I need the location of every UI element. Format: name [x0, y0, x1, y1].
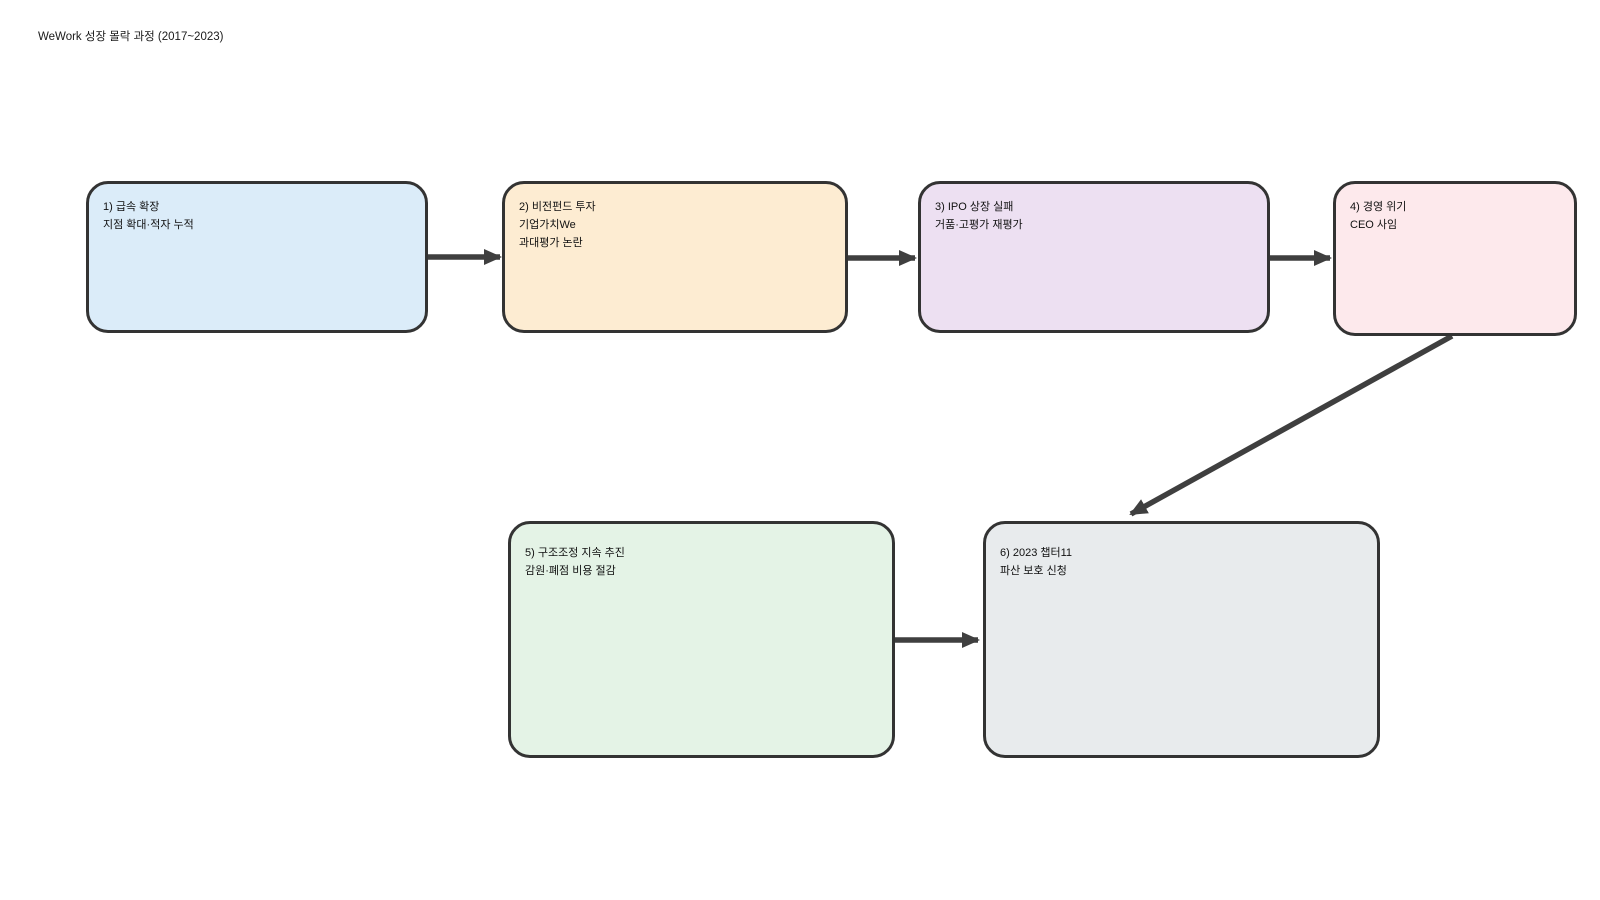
diagram-title: WeWork 성장 몰락 과정 (2017~2023)	[38, 31, 224, 43]
flow-node-5: 5) 구조조정 지속 추진 감원·폐점 비용 절감	[508, 521, 895, 758]
flow-node-2: 2) 비전펀드 투자 기업가치We 과대평가 논란	[502, 181, 848, 333]
node-line: CEO 사임	[1350, 219, 1398, 231]
flow-node-1: 1) 급속 확장 지점 확대·적자 누적	[86, 181, 428, 333]
node-line: 2) 비전펀드 투자	[519, 201, 596, 213]
node-line: 거품·고평가 재평가	[935, 219, 1023, 231]
flow-node-6: 6) 2023 챕터11 파산 보호 신청	[983, 521, 1380, 758]
node-line: 파산 보호 신청	[1000, 565, 1067, 577]
node-line: 4) 경영 위기	[1350, 201, 1407, 213]
node-line: 감원·폐점 비용 절감	[525, 565, 616, 577]
node-line: 기업가치We	[519, 219, 576, 231]
flow-node-4: 4) 경영 위기 CEO 사임	[1333, 181, 1577, 336]
node-line: 3) IPO 상장 실패	[935, 201, 1014, 213]
node-line: 5) 구조조정 지속 추진	[525, 547, 625, 559]
node-line: 과대평가 논란	[519, 237, 583, 249]
flow-node-3: 3) IPO 상장 실패 거품·고평가 재평가	[918, 181, 1270, 333]
arrow-n4-n6	[1129, 333, 1454, 517]
node-line: 지점 확대·적자 누적	[103, 219, 194, 231]
node-line: 6) 2023 챕터11	[1000, 547, 1073, 559]
node-line: 1) 급속 확장	[103, 201, 160, 213]
